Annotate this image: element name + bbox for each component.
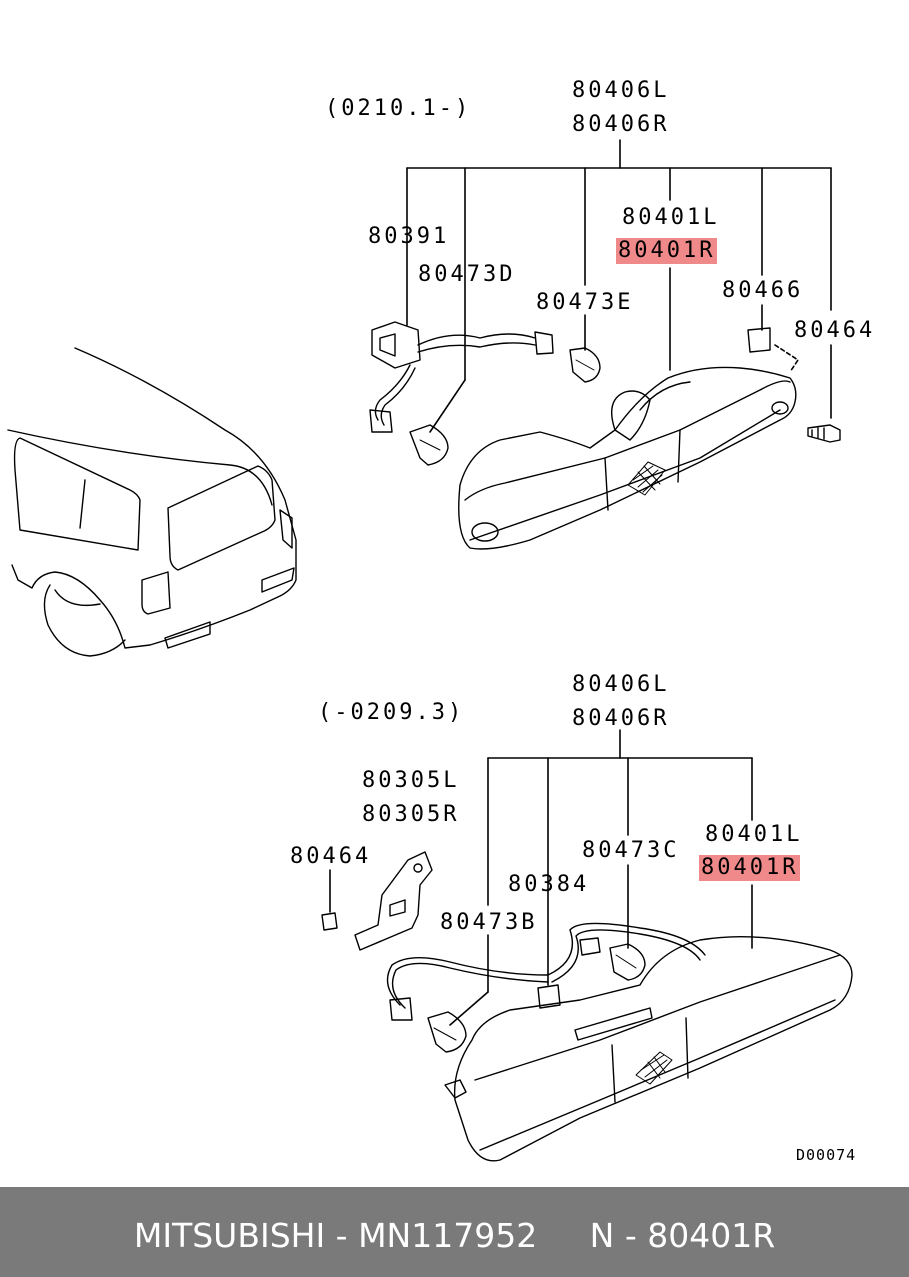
upper-part-80464[interactable]: 80464 <box>794 318 876 343</box>
upper-part-80473d[interactable]: 80473D <box>418 262 516 287</box>
lower-part-80473b[interactable]: 80473B <box>440 910 538 935</box>
upper-assembly-lines <box>406 139 832 433</box>
lower-part-80401l[interactable]: 80401L <box>705 822 803 847</box>
vehicle-illustration <box>7 347 297 657</box>
lower-wiring-harness <box>386 922 706 1053</box>
lower-part-80384[interactable]: 80384 <box>508 872 590 897</box>
upper-wiring-harness <box>369 321 841 466</box>
lower-part-80305r[interactable]: 80305R <box>362 802 460 827</box>
lower-lamp-housing <box>444 935 853 1162</box>
lower-reflector-grid <box>635 1051 673 1085</box>
diagram-code: D00074 <box>796 1146 857 1164</box>
upper-part-80466[interactable]: 80466 <box>722 278 804 303</box>
exploded-parts-diagram <box>7 139 853 1162</box>
upper-reflector-grid <box>627 461 666 496</box>
footer-part-number: MITSUBISHI - MN117952 N - 80401R <box>133 1216 776 1255</box>
bulb-details <box>419 359 637 1041</box>
upper-part-80401r-highlighted[interactable]: 80401R <box>616 238 718 264</box>
upper-part-80401l[interactable]: 80401L <box>622 205 720 230</box>
lower-part-80473c[interactable]: 80473C <box>582 838 680 863</box>
upper-part-80473e[interactable]: 80473E <box>536 290 634 315</box>
lower-assembly-lines <box>329 729 753 1026</box>
lower-date-range: (-0209.3) <box>318 700 465 725</box>
upper-part-80406l[interactable]: 80406L <box>572 78 670 103</box>
lower-part-80464[interactable]: 80464 <box>290 844 372 869</box>
upper-date-range: (0210.1-) <box>325 96 472 121</box>
lower-part-80401r-highlighted[interactable]: 80401R <box>699 855 801 881</box>
lower-part-80305l[interactable]: 80305L <box>362 768 460 793</box>
upper-part-80406r[interactable]: 80406R <box>572 112 670 137</box>
lower-part-80406r[interactable]: 80406R <box>572 706 670 731</box>
upper-lamp-housing <box>458 366 797 550</box>
lower-part-80406l[interactable]: 80406L <box>572 672 670 697</box>
lower-bracket <box>321 851 433 951</box>
footer-bar: MITSUBISHI - MN117952 N - 80401R <box>0 1187 909 1277</box>
upper-part-80391[interactable]: 80391 <box>368 224 450 249</box>
